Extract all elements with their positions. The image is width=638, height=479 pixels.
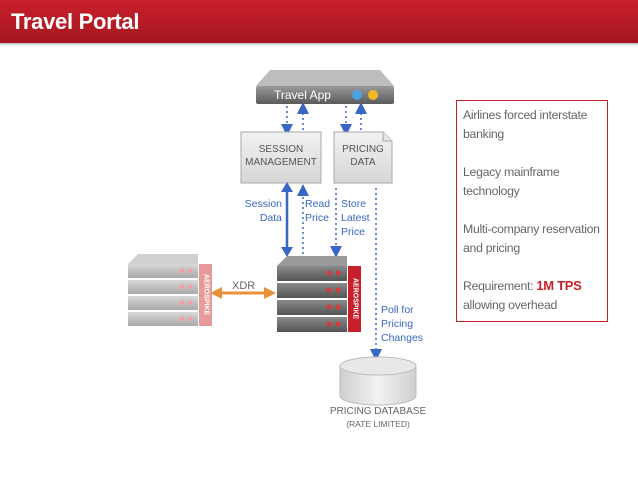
status-light-blue <box>352 90 362 100</box>
info-item-requirement: Requirement: 1M TPS allowing overhead <box>463 278 582 312</box>
title-bar: Travel Portal <box>0 0 638 43</box>
requirement-value: 1M TPS <box>536 278 582 293</box>
pricing-data-label: PRICING DATA <box>342 144 384 168</box>
aerospike-server-cluster <box>277 256 347 332</box>
status-light-yellow <box>368 90 378 100</box>
aerospike-logo-main: AEROSPIKE <box>348 266 361 332</box>
session-management-box <box>240 131 322 184</box>
pricing-database-label: PRICING DATABASE (RATE LIMITED) <box>329 406 427 429</box>
requirements-panel: Airlines forced interstate banking Legac… <box>456 100 608 322</box>
travel-app-label: Travel App <box>274 88 331 102</box>
travel-app-server <box>256 70 394 104</box>
session-management-label: SESSION MANAGEMENT <box>245 144 317 168</box>
aerospike-logo-left: AEROSPIKE <box>199 264 212 326</box>
pricing-database-cylinder <box>339 356 417 406</box>
info-item-interstate-banking: Airlines forced interstate banking <box>463 108 588 141</box>
info-item-legacy-mainframe: Legacy mainframe technology <box>463 165 560 198</box>
remote-server-cluster <box>128 254 198 326</box>
pricing-data-box <box>333 131 393 184</box>
title-bar-shadow <box>0 43 638 46</box>
xdr-label: XDR <box>232 280 256 292</box>
page-title: Travel Portal <box>11 9 140 34</box>
info-item-multi-company: Multi-company reservation and pricing <box>463 222 600 255</box>
